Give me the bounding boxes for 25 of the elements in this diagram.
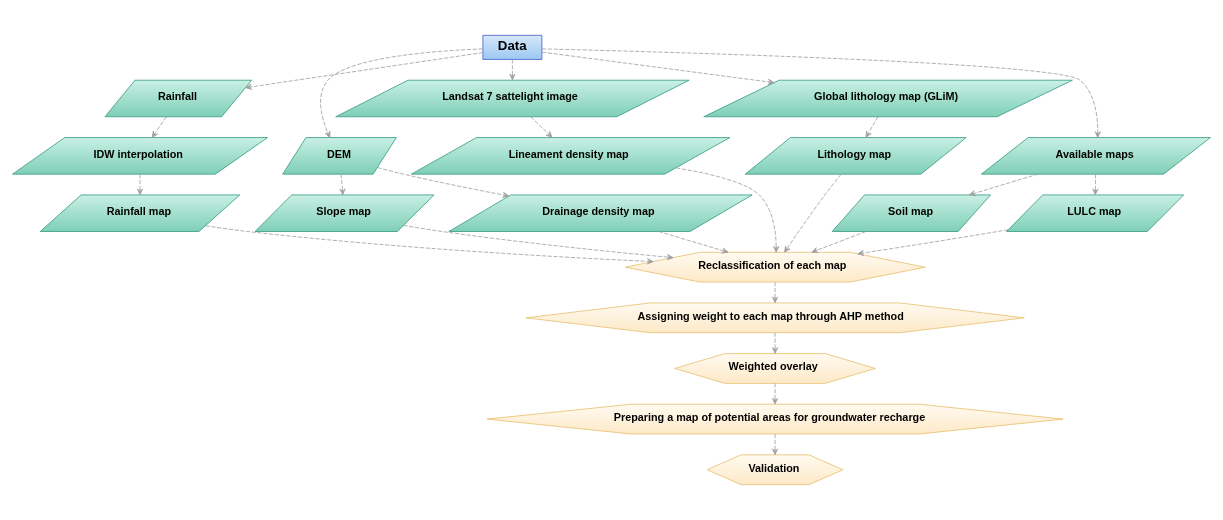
arrow — [151, 116, 167, 138]
arrow — [1092, 173, 1099, 196]
arrow — [137, 173, 144, 196]
arrow — [509, 59, 516, 81]
arrow — [245, 52, 484, 90]
arrow — [772, 383, 779, 405]
arrow — [541, 48, 1101, 138]
arrow — [968, 173, 1039, 197]
arrow — [403, 224, 674, 261]
arrow — [320, 48, 483, 138]
arrow — [857, 229, 1009, 256]
arrow — [865, 116, 879, 138]
arrow — [784, 173, 842, 253]
arrow — [339, 173, 346, 196]
arrow — [377, 167, 510, 198]
arrow — [772, 281, 779, 304]
arrow — [205, 225, 654, 265]
arrow — [658, 231, 729, 254]
arrow — [675, 167, 780, 253]
arrow — [811, 231, 866, 253]
node-box: Data — [482, 34, 543, 60]
arrow — [772, 332, 779, 354]
arrow — [772, 433, 779, 456]
arrow — [541, 51, 775, 85]
arrow — [530, 116, 553, 138]
